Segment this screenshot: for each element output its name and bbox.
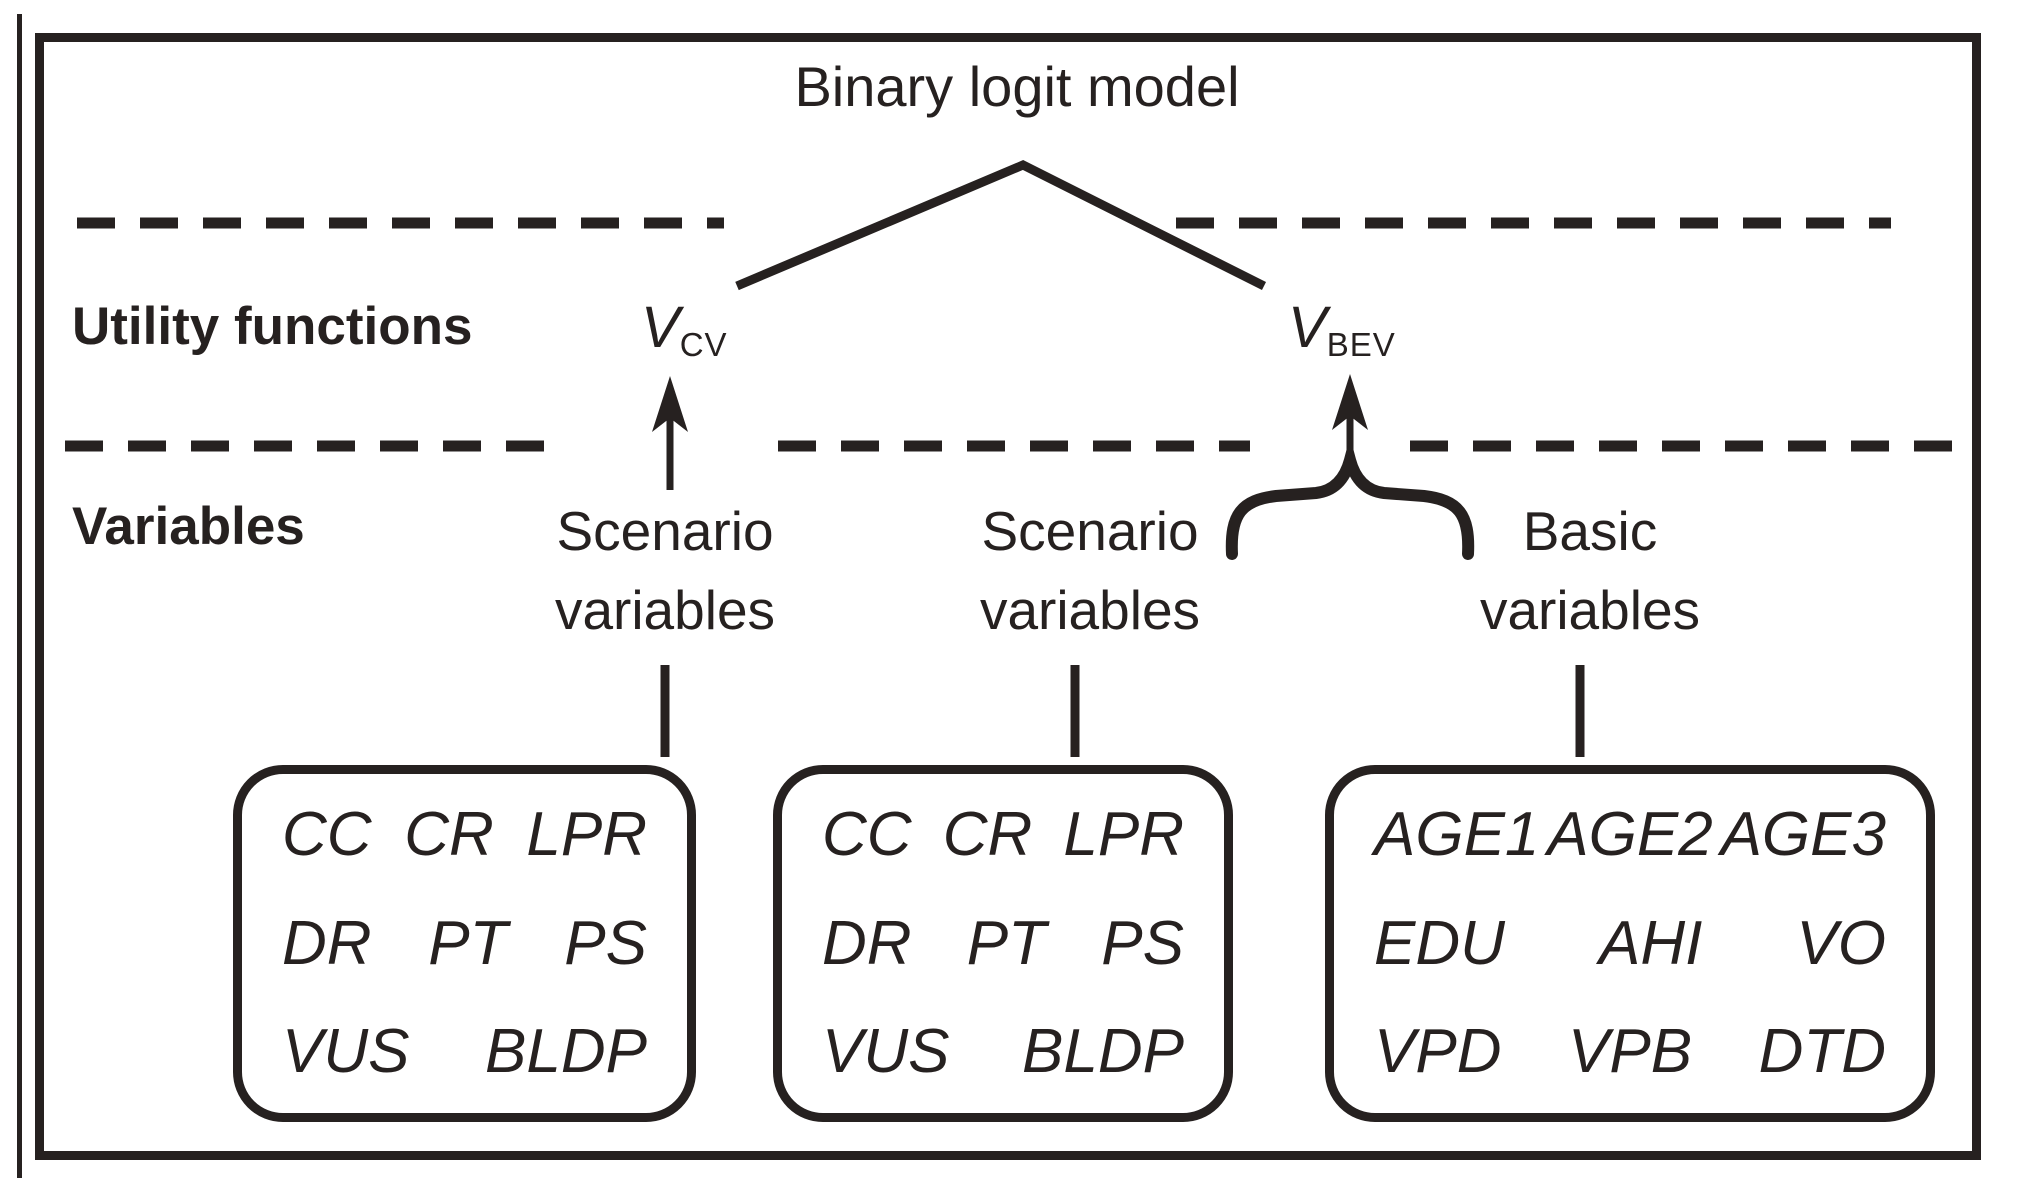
variable-row: EDU AHI VO (1374, 908, 1886, 978)
variable-term: DR (282, 908, 372, 978)
variable-term: VPB (1568, 1017, 1693, 1086)
vbev-subscript: BEV (1326, 326, 1396, 363)
scenario-variables-box-1: CC CR LPR DR PT PS VUS BLDP (233, 765, 696, 1122)
variable-row: DR PT PS (282, 908, 647, 978)
variable-term: EDU (1374, 908, 1505, 978)
variable-term: CC (822, 800, 912, 869)
variable-term: PS (564, 908, 647, 978)
variable-term: VUS (822, 1017, 950, 1086)
variable-row: VUS BLDP (822, 1021, 1184, 1083)
variable-row: DR PT PS (822, 908, 1184, 978)
variable-term: AGE2 (1547, 800, 1713, 869)
basic-variables-label-line1: Basic (1522, 500, 1658, 562)
variable-term: DR (822, 908, 912, 978)
scenario-variables-label-2-line1: Scenario (981, 500, 1199, 562)
variable-term: PT (966, 908, 1047, 978)
variable-term: LPR (526, 800, 647, 869)
variable-term: PS (1101, 908, 1184, 978)
variable-term: CR (404, 800, 494, 869)
variable-term: VO (1796, 908, 1886, 978)
variable-row: VPD VPB DTD (1374, 1021, 1886, 1083)
variable-term: CR (942, 800, 1033, 869)
variable-term: AGE1 (1374, 800, 1540, 869)
page-edge-line (17, 14, 22, 1178)
basic-variables-label-line2: variables (1479, 579, 1701, 641)
variables-label: Variables (72, 497, 305, 556)
vcv-symbol: V (641, 295, 680, 360)
variable-term: LPR (1063, 800, 1184, 869)
scenario-variables-label-1: Scenario variables (515, 492, 815, 650)
scenario-variables-label-1-line1: Scenario (556, 500, 774, 562)
variable-term: VUS (282, 1017, 410, 1086)
vbev-symbol: V (1288, 295, 1327, 360)
variable-row: AGE1 AGE2 AGE3 (1374, 804, 1886, 866)
basic-variables-label: Basic variables (1440, 492, 1740, 650)
variable-term: BLDP (1022, 1017, 1184, 1086)
scenario-variables-label-2: Scenario variables (940, 492, 1240, 650)
variable-term: PT (428, 908, 508, 978)
variable-term: BLDP (485, 1017, 647, 1086)
vcv-subscript: CV (679, 326, 728, 363)
utility-functions-label: Utility functions (72, 297, 473, 356)
variable-row: CC CR LPR (822, 804, 1184, 866)
variable-row: CC CR LPR (282, 804, 647, 866)
utility-node-vbev: VBEV (1288, 294, 1396, 364)
variable-term: AHI (1598, 908, 1703, 978)
variable-term: AGE3 (1720, 800, 1886, 869)
variable-term: DTD (1758, 1017, 1886, 1086)
model-title: Binary logit model (794, 55, 1240, 118)
variable-term: VPD (1374, 1017, 1502, 1086)
variable-row: VUS BLDP (282, 1021, 647, 1083)
variable-term: CC (282, 800, 372, 869)
basic-variables-box: AGE1 AGE2 AGE3 EDU AHI VO VPD VPB DTD (1325, 765, 1935, 1122)
scenario-variables-label-1-line2: variables (554, 579, 776, 641)
scenario-variables-label-2-line2: variables (979, 579, 1201, 641)
utility-node-vcv: VCV (641, 294, 728, 364)
figure-border (35, 33, 1981, 1160)
scenario-variables-box-2: CC CR LPR DR PT PS VUS BLDP (773, 765, 1233, 1122)
